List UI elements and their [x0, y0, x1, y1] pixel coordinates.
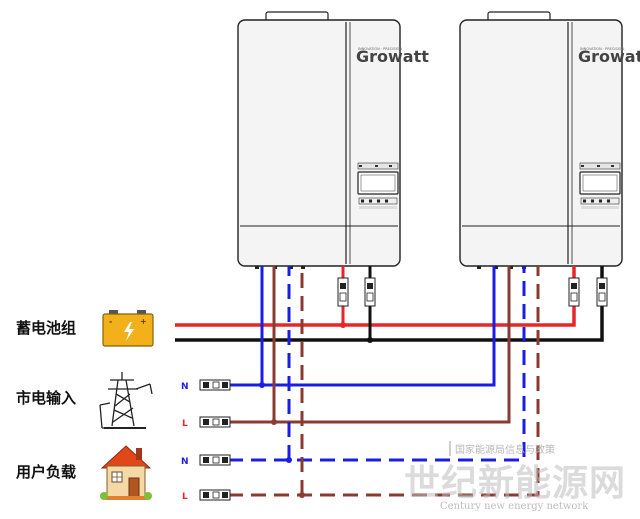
inverter-2-button — [591, 199, 594, 203]
grid-neutral-wire — [228, 266, 496, 387]
grid-input-label: 市电输入 — [16, 389, 77, 407]
load-neutral-wire — [228, 266, 526, 462]
inverter-1-button — [385, 199, 388, 203]
inverter-1-button — [377, 199, 380, 203]
watermark-banner: 国家能源局信息与政策 — [449, 441, 555, 456]
dc-breaker — [364, 277, 376, 307]
grid-line-wire — [228, 266, 511, 424]
battery-bank-label: 蓄电池组 — [16, 319, 77, 337]
inverter-1-lcd-screen — [357, 171, 399, 195]
inverter-1-logo: Growatt — [356, 47, 429, 66]
inverter-2-display-panel — [579, 162, 621, 209]
ac-breakers — [199, 379, 231, 501]
load-line-wire — [228, 266, 540, 497]
watermark-subtitle: Century new energy network — [440, 501, 589, 512]
inverter-1-display-panel — [357, 162, 399, 209]
grid-n-tag: N — [181, 382, 189, 392]
inverter-2-button — [607, 199, 610, 203]
ac-breaker — [199, 379, 231, 391]
inverter-1-button — [369, 199, 372, 203]
inverter-2-button — [583, 199, 586, 203]
ac-breaker — [199, 489, 231, 501]
inverter-1-body — [237, 19, 401, 267]
inverter-1: Growatt INNOVATION · PRECISION — [237, 11, 429, 267]
inverter-2-body — [459, 19, 623, 267]
watermark-title: 世纪新能源网 — [404, 463, 627, 504]
inverter-2-tagline: INNOVATION · PRECISION — [580, 47, 624, 51]
grid-l-tag: L — [182, 419, 188, 429]
ac-breaker — [199, 454, 231, 466]
inverter-1-tagline: INNOVATION · PRECISION — [358, 47, 402, 51]
svg-text:-: - — [109, 317, 112, 326]
battery-icon: - + — [102, 310, 154, 347]
junction-dots — [259, 322, 373, 498]
inverter-1-button — [361, 199, 364, 203]
inverter-2-logo: Growatt — [578, 47, 640, 66]
dc-breakers — [337, 277, 608, 307]
wire-tags: N L N L — [181, 382, 189, 502]
user-load-label: 用户负载 — [16, 463, 77, 481]
battery-negative-wire — [175, 266, 604, 342]
svg-text:+: + — [140, 317, 147, 326]
load-n-tag: N — [181, 457, 189, 467]
inverter-2-button — [599, 199, 602, 203]
power-tower-icon — [99, 372, 153, 429]
house-icon — [100, 445, 152, 500]
dc-breaker — [337, 277, 349, 307]
dc-breaker — [568, 277, 580, 307]
dc-breaker — [596, 277, 608, 307]
ac-breaker — [199, 416, 231, 428]
load-l-tag: L — [182, 492, 188, 502]
inverter-2-lcd-screen — [579, 171, 621, 195]
inverter-2: Growatt INNOVATION · PRECISION — [459, 11, 640, 267]
